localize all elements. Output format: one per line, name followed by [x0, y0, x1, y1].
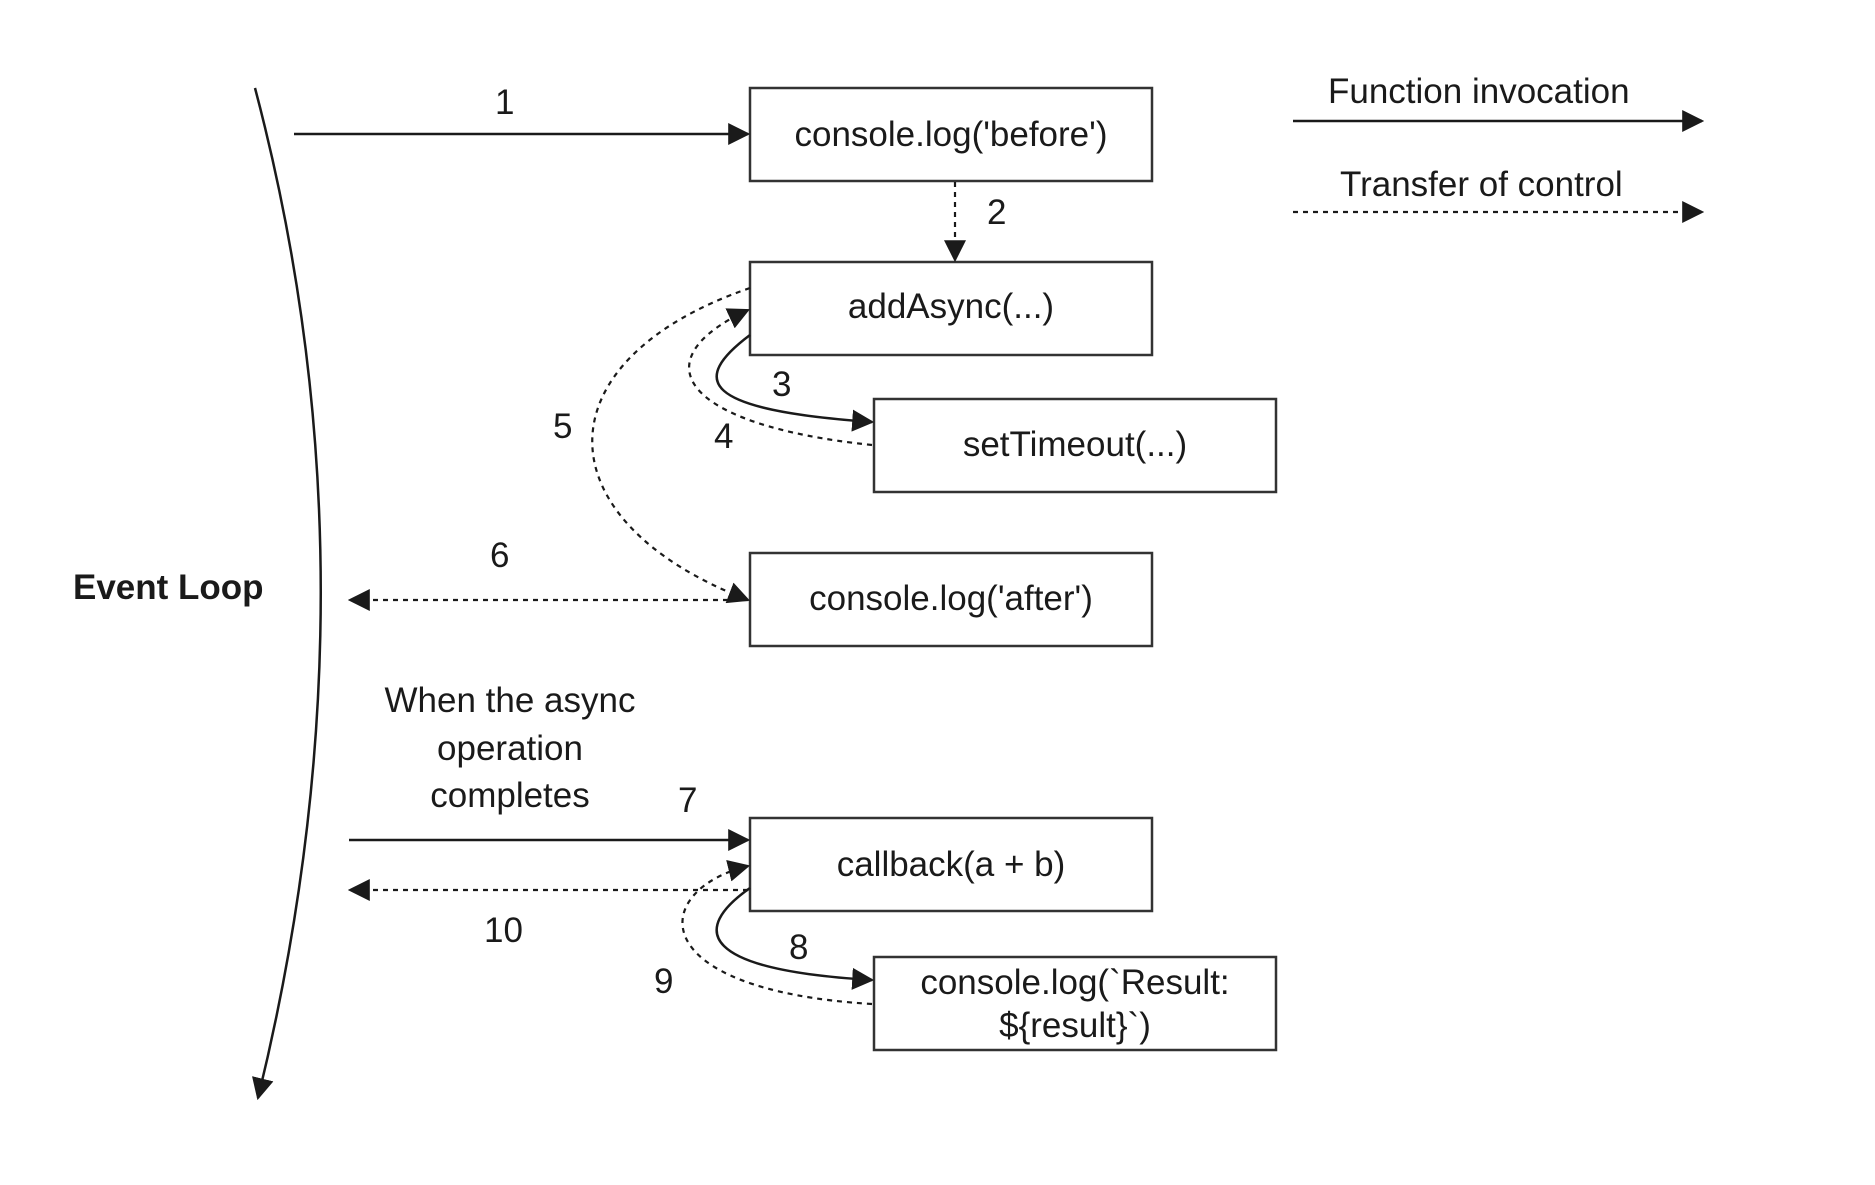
svg-text:addAsync(...): addAsync(...)	[848, 287, 1054, 326]
label-step-1: 1	[495, 83, 514, 122]
label-step-7: 7	[678, 781, 697, 820]
label-step-2: 2	[987, 193, 1006, 232]
async-note-line-3: completes	[430, 776, 590, 815]
async-note-line-1: When the async	[385, 681, 636, 720]
legend-invocation-label: Function invocation	[1328, 72, 1630, 111]
async-note-line-2: operation	[437, 729, 583, 768]
box-callback: callback(a + b)	[748, 816, 1154, 913]
box-add-async: addAsync(...)	[748, 260, 1154, 357]
label-step-8: 8	[789, 928, 808, 967]
arrow-step-3	[715, 334, 875, 432]
svg-text:${result}`): ${result}`)	[999, 1006, 1151, 1045]
arrow-step-9	[681, 860, 873, 1006]
svg-text:console.log(`Result:: console.log(`Result:	[920, 963, 1229, 1002]
label-step-5: 5	[553, 407, 572, 446]
svg-text:console.log('after'): console.log('after')	[809, 579, 1093, 618]
label-step-6: 6	[490, 536, 509, 575]
box-set-timeout: setTimeout(...)	[872, 397, 1278, 494]
box-console-log-after: console.log('after')	[748, 551, 1154, 648]
event-loop-curve	[252, 87, 322, 1101]
box-console-log-before: console.log('before')	[748, 86, 1154, 183]
label-step-3: 3	[772, 365, 791, 404]
arrow-step-5	[591, 286, 751, 604]
legend-transfer-label: Transfer of control	[1340, 165, 1623, 204]
svg-text:console.log('before'): console.log('before')	[795, 115, 1108, 154]
label-step-9: 9	[654, 962, 673, 1001]
svg-text:setTimeout(...): setTimeout(...)	[963, 425, 1187, 464]
box-console-log-result: console.log(`Result: ${result}`)	[872, 955, 1278, 1052]
svg-text:callback(a + b): callback(a + b)	[837, 845, 1066, 884]
label-step-10: 10	[484, 911, 523, 950]
event-loop-label: Event Loop	[73, 568, 264, 607]
label-step-4: 4	[714, 417, 733, 456]
arrow-step-8	[715, 886, 875, 990]
